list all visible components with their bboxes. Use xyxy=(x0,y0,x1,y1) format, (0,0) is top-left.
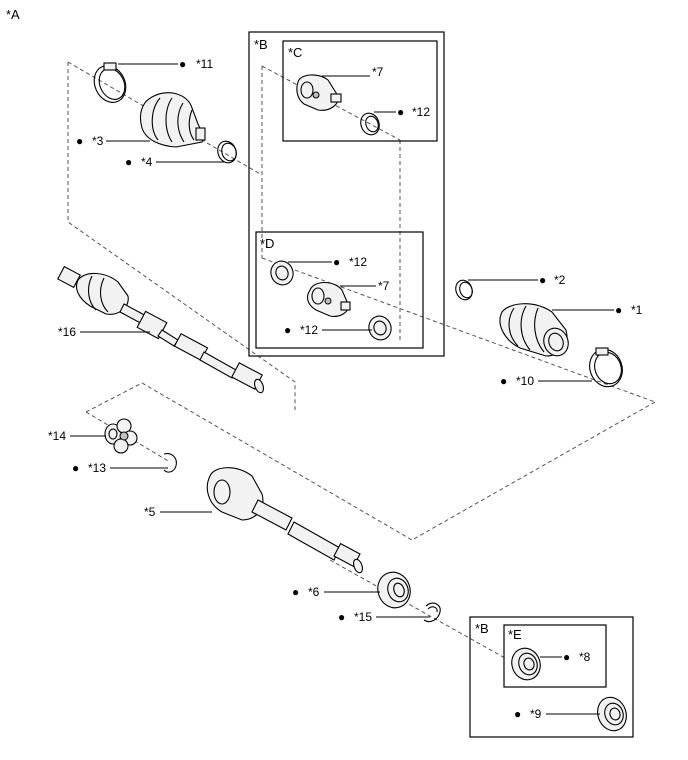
box-c-label: *C xyxy=(288,45,302,60)
callout-12-d-bottom: *12 xyxy=(300,323,318,337)
callout-10: *10 xyxy=(516,374,534,388)
callouts: ● *11 ● *3 ● *4 *7 ● *12 ● *12 *7 ● *12 … xyxy=(48,57,643,721)
boot-clamp-4 xyxy=(217,140,237,164)
seal-9 xyxy=(597,696,627,732)
callout-6: *6 xyxy=(308,585,320,599)
callout-12-c: *12 xyxy=(412,105,430,119)
callout-bullet: ● xyxy=(500,374,507,388)
boot-clamp-11 xyxy=(93,62,127,103)
callout-4: *4 xyxy=(141,155,153,169)
box-b-lower-label: *B xyxy=(475,621,489,636)
callout-bullet: ● xyxy=(76,134,83,148)
callout-8: *8 xyxy=(579,650,591,664)
callout-13: *13 xyxy=(88,461,106,475)
callout-bullet: ● xyxy=(284,323,291,337)
boot-1 xyxy=(499,303,569,357)
callout-bullet: ● xyxy=(125,155,132,169)
callout-11: *11 xyxy=(196,57,213,71)
callout-16: *16 xyxy=(58,325,76,339)
callout-bullet: ● xyxy=(397,105,404,119)
callout-bullet: ● xyxy=(338,610,345,624)
callout-bullet: ● xyxy=(72,461,79,475)
callout-9: *9 xyxy=(530,707,542,721)
view-label: *A xyxy=(6,7,20,22)
box-e-label: *E xyxy=(508,627,522,642)
drive-shaft-16 xyxy=(57,265,265,394)
joint-7-c xyxy=(296,74,342,111)
callout-5: *5 xyxy=(144,505,156,519)
snap-ring-15 xyxy=(423,602,441,623)
ring-12-c xyxy=(360,112,380,136)
box-b-lower xyxy=(469,616,634,738)
callout-3: *3 xyxy=(92,134,104,148)
callout-bullet: ● xyxy=(333,255,340,269)
box-b-upper xyxy=(248,31,445,357)
callout-1: *1 xyxy=(631,303,643,317)
ring-12-d-bottom xyxy=(368,315,392,341)
boot-3 xyxy=(139,92,206,148)
callout-bullet: ● xyxy=(539,273,546,287)
seal-8 xyxy=(511,647,541,681)
tripod-14 xyxy=(104,418,138,454)
callout-14: *14 xyxy=(48,429,66,443)
callout-7-c: *7 xyxy=(372,65,384,79)
joint-7-d xyxy=(306,281,351,317)
snap-ring-13 xyxy=(163,453,177,473)
callout-bullet: ● xyxy=(563,650,570,664)
box-b-upper-label: *B xyxy=(254,37,268,52)
callout-bullet: ● xyxy=(179,57,186,71)
callout-bullet: ● xyxy=(615,303,622,317)
box-d xyxy=(255,231,424,349)
boot-clamp-2 xyxy=(455,279,473,301)
box-e xyxy=(503,624,607,688)
callout-bullet: ● xyxy=(514,707,521,721)
box-d-label: *D xyxy=(260,236,274,251)
callout-12-d-top: *12 xyxy=(349,255,367,269)
callout-2: *2 xyxy=(554,273,566,287)
callout-bullet: ● xyxy=(292,585,299,599)
boot-clamp-10 xyxy=(589,347,623,388)
inboard-joint-5 xyxy=(206,467,364,574)
callout-15: *15 xyxy=(354,610,372,624)
ring-12-d-top xyxy=(270,260,294,286)
box-c xyxy=(282,40,438,142)
callout-7-d: *7 xyxy=(378,279,390,293)
bearing-6 xyxy=(377,571,411,609)
